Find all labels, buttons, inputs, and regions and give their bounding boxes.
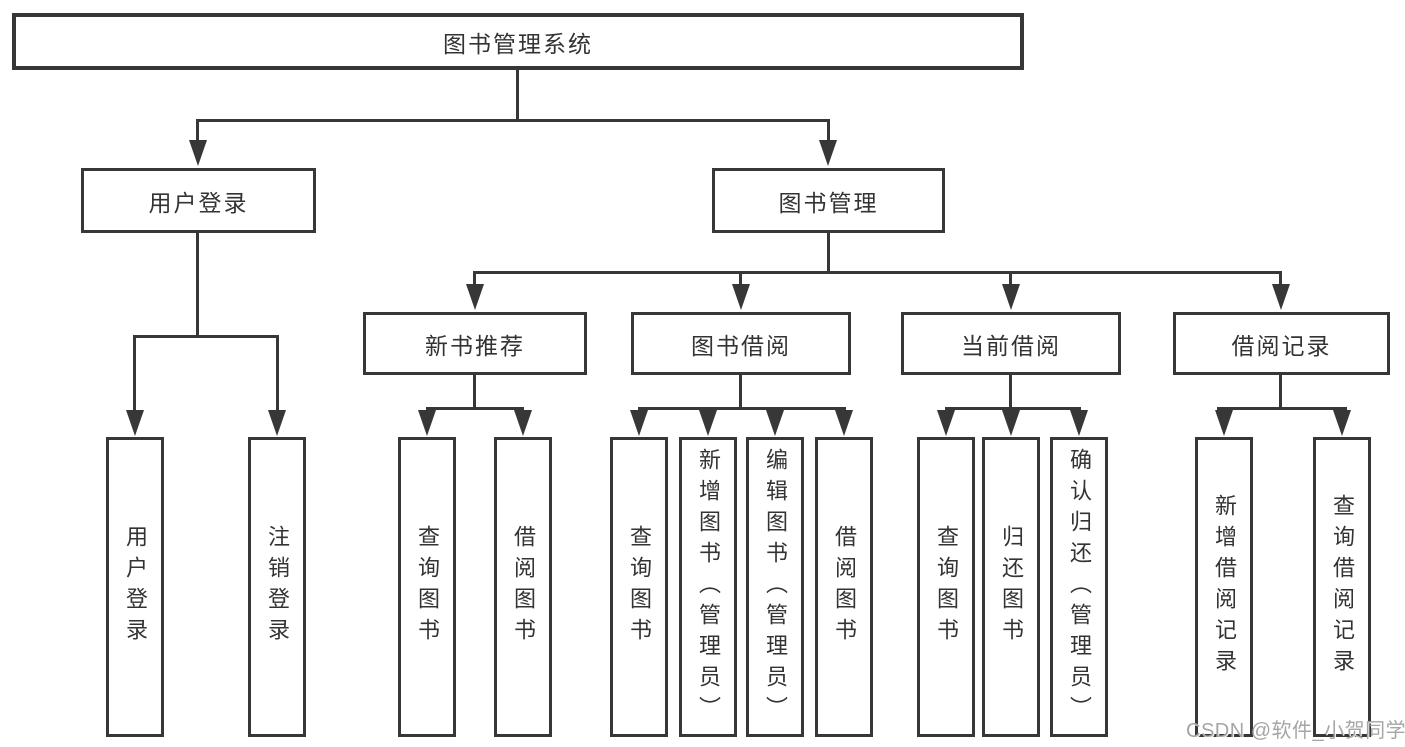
node-label: 查询图书 <box>934 525 959 649</box>
connector-line <box>638 407 846 410</box>
node-label: 新增借阅记录 <box>1212 494 1237 680</box>
node-label: 用户登录 <box>123 525 148 649</box>
node-label: 注销登录 <box>265 525 290 649</box>
connector-line <box>827 119 830 143</box>
node-current-borrowing: 当前借阅 <box>901 312 1121 375</box>
node-label: 确认归还（管理员） <box>1067 447 1092 727</box>
node-leaf-add-books-admin: 新增图书（管理员） <box>679 437 737 737</box>
connector-line <box>133 335 279 338</box>
node-label: 查询图书 <box>627 525 652 649</box>
connector-line <box>516 69 519 122</box>
connector-line <box>426 407 524 410</box>
connector-line <box>196 119 199 143</box>
node-leaf-query-borrow-record: 查询借阅记录 <box>1313 437 1371 737</box>
node-leaf-borrow-books-recommend: 借阅图书 <box>494 437 552 737</box>
node-leaf-edit-books-admin: 编辑图书（管理员） <box>746 437 804 737</box>
connector-line <box>1279 375 1282 410</box>
node-label: 编辑图书（管理员） <box>763 447 788 727</box>
arrow-down-icon <box>126 410 144 436</box>
node-label: 借阅图书 <box>832 525 857 649</box>
node-label: 查询借阅记录 <box>1330 494 1355 680</box>
node-book-management-branch: 图书管理 <box>712 168 945 233</box>
node-label: 借阅图书 <box>511 525 536 649</box>
node-leaf-query-books-borrow: 查询图书 <box>610 437 668 737</box>
arrow-down-icon <box>466 284 484 310</box>
arrow-down-icon <box>1272 284 1290 310</box>
arrow-down-icon <box>937 410 955 436</box>
connector-line <box>474 271 1282 274</box>
connector-line <box>739 375 742 410</box>
node-book-borrowing: 图书借阅 <box>631 312 851 375</box>
connector-line <box>196 233 199 338</box>
node-label: 查询图书 <box>415 525 440 649</box>
connector-line <box>945 407 1081 410</box>
arrow-down-icon <box>630 410 648 436</box>
arrow-down-icon <box>268 410 286 436</box>
node-leaf-user-login: 用户登录 <box>106 437 164 737</box>
arrow-down-icon <box>732 284 750 310</box>
csdn-watermark: CSDN @软件_小贺同学 <box>1186 720 1405 742</box>
arrow-down-icon <box>1333 410 1351 436</box>
node-leaf-borrow-books: 借阅图书 <box>815 437 873 737</box>
arrow-down-icon <box>835 410 853 436</box>
arrow-down-icon <box>699 410 717 436</box>
arrow-down-icon <box>514 410 532 436</box>
arrow-down-icon <box>189 140 207 166</box>
connector-line <box>827 233 830 274</box>
node-label: 图书借阅 <box>691 332 791 359</box>
node-label: 当前借阅 <box>961 332 1061 359</box>
node-borrowing-records: 借阅记录 <box>1173 312 1390 375</box>
connector-line <box>473 271 476 288</box>
arrow-down-icon <box>766 410 784 436</box>
node-label: 新书推荐 <box>425 332 525 359</box>
connector-line <box>1009 271 1012 288</box>
arrow-down-icon <box>1002 284 1020 310</box>
connector-line <box>133 335 136 412</box>
arrow-down-icon <box>1215 410 1233 436</box>
arrow-down-icon <box>1002 410 1020 436</box>
node-label: 归还图书 <box>999 525 1024 649</box>
node-leaf-confirm-return-admin: 确认归还（管理员） <box>1050 437 1108 737</box>
connector-line <box>196 119 830 122</box>
node-leaf-logout: 注销登录 <box>248 437 306 737</box>
connector-line <box>739 271 742 288</box>
connector-line <box>1009 375 1012 410</box>
node-root-library-system: 图书管理系统 <box>12 13 1024 70</box>
node-new-book-recommendation: 新书推荐 <box>363 312 587 375</box>
arrow-down-icon <box>819 140 837 166</box>
node-leaf-query-books-recommend: 查询图书 <box>398 437 456 737</box>
node-label: 图书管理系统 <box>443 30 593 57</box>
connector-line <box>276 335 279 412</box>
connector-line <box>473 375 476 410</box>
connector-line <box>1217 407 1347 410</box>
arrow-down-icon <box>418 410 436 436</box>
arrow-down-icon <box>1070 410 1088 436</box>
node-label: 新增图书（管理员） <box>696 447 721 727</box>
node-user-login-branch: 用户登录 <box>81 168 316 233</box>
node-label: 图书管理 <box>778 189 879 216</box>
node-label: 用户登录 <box>148 189 249 216</box>
node-leaf-query-books-current: 查询图书 <box>917 437 975 737</box>
node-label: 借阅记录 <box>1231 332 1332 359</box>
node-leaf-add-borrow-record: 新增借阅记录 <box>1195 437 1253 737</box>
node-leaf-return-books: 归还图书 <box>982 437 1040 737</box>
connector-line <box>1279 271 1282 288</box>
